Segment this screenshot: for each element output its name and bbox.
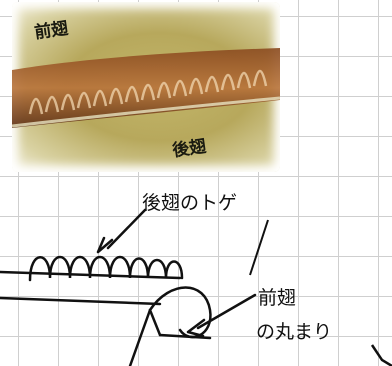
photo-wing-texture — [12, 48, 280, 128]
forewing-curl-label-line2: の丸まり — [256, 321, 333, 343]
hindwing-lower-edge — [0, 296, 162, 306]
hindwing-photo-label: 後翅 — [171, 136, 208, 162]
spine-label-leader — [249, 219, 269, 276]
forewing-photo-label: 前翅 — [33, 18, 70, 44]
hindwing-spines — [28, 256, 184, 282]
corner-stroke — [370, 344, 392, 366]
wing-coupling-diagram — [0, 208, 392, 366]
forewing-edge-line — [128, 308, 152, 366]
wing-coupling-photo: 前翅 後翅 — [12, 2, 280, 172]
curl-connector — [148, 308, 162, 337]
hooklet-rows — [28, 69, 268, 115]
forewing-curl-label-line1: 前翅 — [258, 287, 297, 309]
spine-pointer-arrow — [96, 208, 147, 254]
spines-label: 後翅のトゲ — [142, 192, 238, 214]
wing-edge-highlight — [12, 96, 280, 128]
curl-pointer-arrow — [186, 293, 257, 338]
forewing-lower-edge — [158, 333, 212, 340]
